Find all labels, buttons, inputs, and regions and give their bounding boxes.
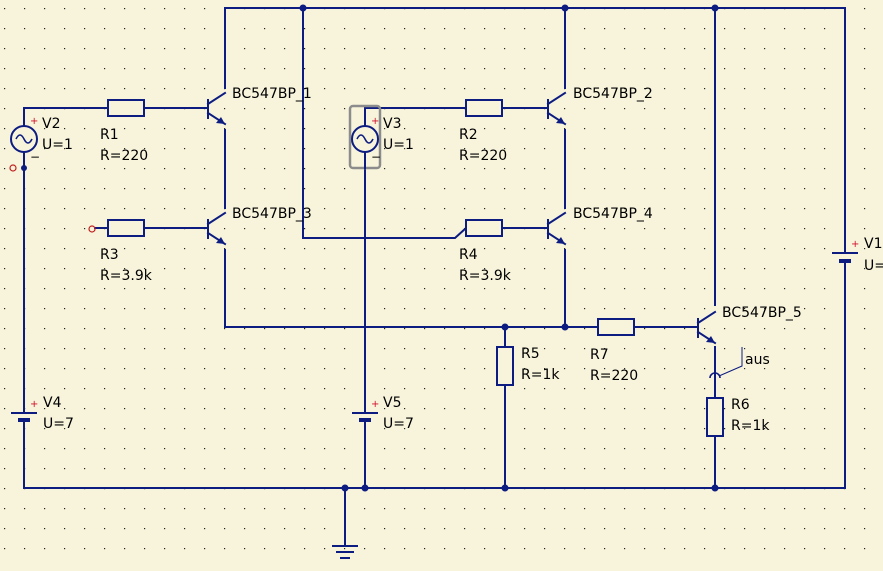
q1-name: BC547BP_1 <box>232 86 312 102</box>
r6-value: R=1k <box>731 418 770 434</box>
transistor-q5[interactable]: BC547BP_5 <box>696 305 802 345</box>
output-label-text: aus <box>745 352 770 368</box>
svg-text:+: + <box>30 399 38 410</box>
transistor-q3[interactable]: BC547BP_3 <box>206 206 312 246</box>
q4-name: BC547BP_4 <box>573 206 653 222</box>
r2-name: R2 <box>459 127 478 143</box>
r6-name: R6 <box>731 397 750 413</box>
v1-value: U= <box>864 258 883 274</box>
junctions <box>21 4 719 492</box>
q5-name: BC547BP_5 <box>722 305 802 321</box>
r3-name: R3 <box>100 247 119 263</box>
ac-source-v3[interactable]: + − V3 U=1 <box>348 104 414 170</box>
ground-symbol[interactable] <box>332 545 358 559</box>
ac-source-v2[interactable]: + − V2 U=1 <box>9 116 73 172</box>
dc-source-v1[interactable]: + V1 U= <box>832 236 883 274</box>
resistor-r4[interactable]: R4 R=3.9k <box>459 219 512 284</box>
r4-value: R=3.9k <box>459 268 512 284</box>
v3-name: V3 <box>383 116 401 132</box>
resistor-r5[interactable]: R5 R=1k <box>496 346 560 386</box>
r4-name: R4 <box>459 247 478 263</box>
r1-name: R1 <box>100 127 119 143</box>
v4-value: U=7 <box>43 416 74 432</box>
resistor-r7[interactable]: R7 R=220 <box>590 318 638 384</box>
svg-text:−: − <box>371 150 381 164</box>
svg-text:+: + <box>371 399 379 410</box>
q2-name: BC547BP_2 <box>573 86 653 102</box>
r1-value: R=220 <box>100 148 148 164</box>
v1-name: V1 <box>864 236 882 252</box>
v5-value: U=7 <box>383 416 414 432</box>
r7-value: R=220 <box>590 368 638 384</box>
r5-value: R=1k <box>521 367 560 383</box>
v2-name: V2 <box>42 116 60 132</box>
dc-source-v5[interactable]: + V5 U=7 <box>352 395 414 432</box>
v3-value: U=1 <box>383 137 414 153</box>
r2-value: R=220 <box>459 148 507 164</box>
wires[interactable] <box>23 7 846 547</box>
r5-name: R5 <box>521 346 540 362</box>
svg-text:−: − <box>30 150 40 164</box>
r7-name: R7 <box>590 347 609 363</box>
transistor-q4[interactable]: BC547BP_4 <box>546 206 653 246</box>
resistor-r6[interactable]: R6 R=1k <box>706 397 770 437</box>
output-label-aus[interactable]: aus <box>709 347 770 379</box>
transistor-q2[interactable]: BC547BP_2 <box>546 86 653 126</box>
svg-text:+: + <box>30 116 38 127</box>
r3-value: R=3.9k <box>100 268 153 284</box>
svg-text:+: + <box>371 116 379 127</box>
resistor-r3[interactable]: R3 R=3.9k <box>88 219 153 284</box>
v5-name: V5 <box>383 395 401 411</box>
transistor-q1[interactable]: BC547BP_1 <box>206 86 312 126</box>
resistor-r1[interactable]: R1 R=220 <box>100 99 148 164</box>
svg-text:+: + <box>851 239 859 250</box>
resistor-r2[interactable]: R2 R=220 <box>459 99 507 164</box>
v4-name: V4 <box>43 395 62 411</box>
q3-name: BC547BP_3 <box>232 206 312 222</box>
v2-value: U=1 <box>42 137 73 153</box>
dc-source-v4[interactable]: + V4 U=7 <box>11 395 74 432</box>
